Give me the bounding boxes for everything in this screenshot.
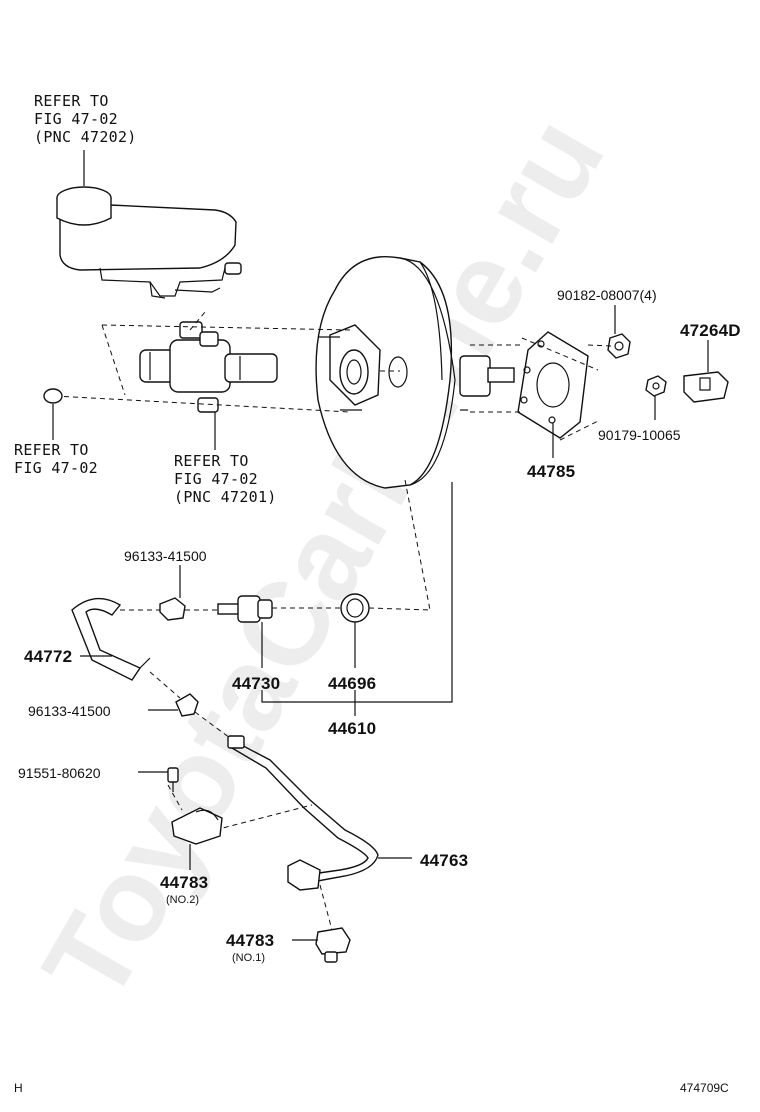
- check-valve-44730-drawing: [217, 595, 273, 623]
- label-47264D: 47264D: [680, 321, 741, 340]
- bolt-91551-drawing: [167, 767, 179, 792]
- label-44783-no1: 44783: [226, 931, 274, 950]
- master-cylinder-drawing: [139, 321, 278, 413]
- label-44610: 44610: [328, 719, 376, 738]
- refer-reservoir-line-1: REFER TO: [34, 92, 109, 110]
- label-90179-10065: 90179-10065: [598, 427, 681, 443]
- label-91551-80620: 91551-80620: [18, 765, 101, 781]
- label-96133-41500-mid: 96133-41500: [28, 703, 111, 719]
- alignment-lines-mid: [120, 607, 431, 931]
- label-44783-no2: 44783: [160, 873, 208, 892]
- label-44696: 44696: [328, 674, 376, 693]
- refer-left-line-2: FIG 47-02: [14, 459, 98, 477]
- refer-cylinder-line-3: (PNC 47201): [174, 488, 277, 506]
- clamp-44783-no2-drawing: [171, 807, 223, 845]
- refer-reservoir-line-2: FIG 47-02: [34, 110, 118, 128]
- refer-left-line-1: REFER TO: [14, 441, 89, 459]
- reservoir-drawing: [56, 186, 242, 299]
- refer-cylinder-label: REFER TO FIG 47-02 (PNC 47201): [174, 452, 277, 506]
- refer-cylinder-line-2: FIG 47-02: [174, 470, 258, 488]
- clamp-44783-no1-drawing: [315, 927, 351, 963]
- brake-booster-drawing: [315, 256, 515, 489]
- bracket-44610: [261, 482, 453, 716]
- refer-cylinder-line-1: REFER TO: [174, 452, 249, 470]
- hose-44772-drawing: [71, 597, 151, 681]
- label-44730: 44730: [232, 674, 280, 693]
- nut-90179-drawing: [645, 375, 667, 397]
- label-44772: 44772: [24, 647, 72, 666]
- grommet-44696-drawing: [340, 593, 370, 623]
- refer-left-label: REFER TO FIG 47-02: [14, 441, 98, 477]
- clamp-96133-mid-drawing: [175, 693, 199, 717]
- nut-90182-drawing: [607, 333, 631, 359]
- gasket-44785-drawing: [517, 331, 589, 439]
- footer-figure-code: 474709C: [680, 1081, 729, 1095]
- label-44763: 44763: [420, 851, 468, 870]
- alignment-lines-top: [54, 311, 613, 611]
- bolt-left-drawing: [43, 388, 63, 404]
- clamp-96133-top-drawing: [159, 597, 186, 621]
- label-44783-no1-sub: (NO.1): [232, 952, 265, 964]
- footer-left-code: H: [14, 1081, 23, 1095]
- label-90182-08007: 90182-08007(4): [557, 287, 657, 303]
- label-44785: 44785: [527, 462, 575, 481]
- pipe-44763-drawing: [227, 735, 379, 891]
- label-44783-no2-sub: (NO.2): [166, 894, 199, 906]
- clip-47264D-drawing: [683, 371, 729, 403]
- label-96133-41500-top: 96133-41500: [124, 548, 207, 564]
- refer-reservoir-line-3: (PNC 47202): [34, 128, 137, 146]
- refer-reservoir-label: REFER TO FIG 47-02 (PNC 47202): [34, 92, 137, 146]
